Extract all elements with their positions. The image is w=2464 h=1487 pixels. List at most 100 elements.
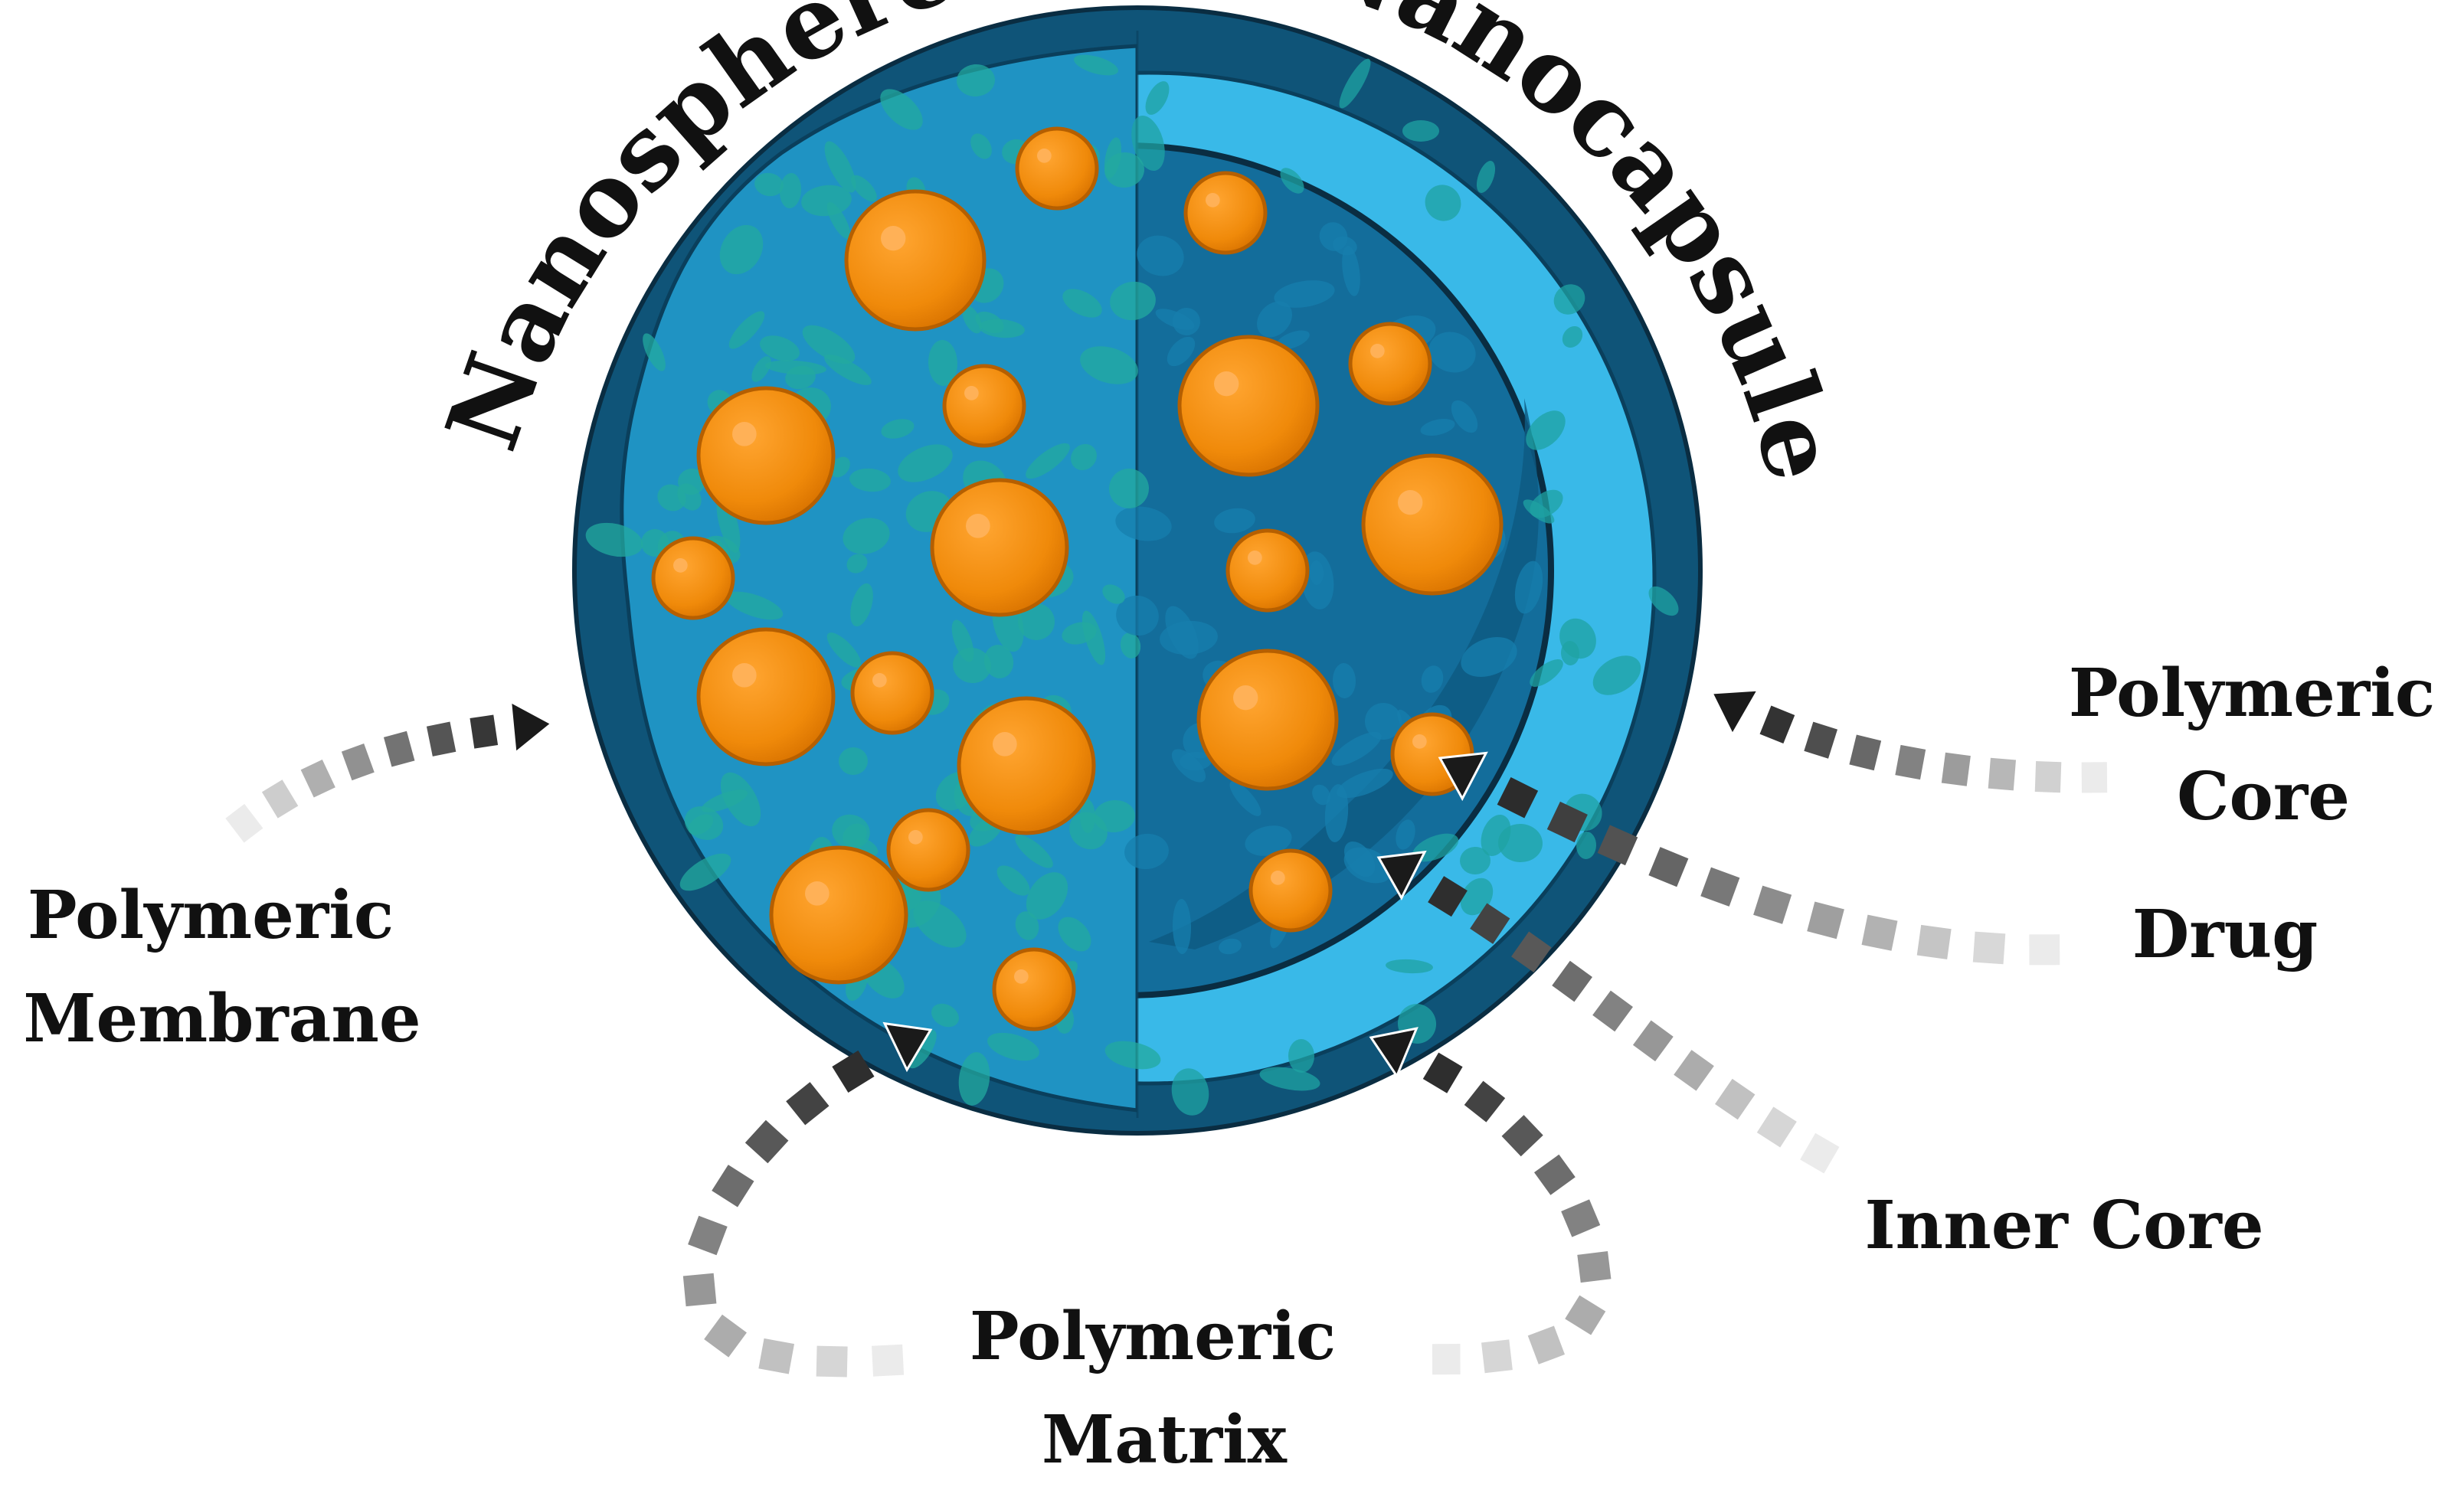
drug-particle [957, 696, 1096, 835]
matrix-spot [962, 305, 982, 334]
matrix-spot [1116, 595, 1159, 636]
drug-particle [696, 386, 836, 525]
drug-particle [769, 845, 908, 985]
matrix-spot [1339, 58, 1371, 109]
matrix-spot [679, 853, 731, 891]
matrix-spot [1514, 560, 1543, 614]
matrix-spot [1576, 832, 1597, 859]
matrix-spot [725, 591, 784, 620]
matrix-spot [1259, 1067, 1320, 1091]
matrix-spot [779, 173, 802, 208]
matrix-spot [1015, 911, 1039, 940]
matrix-spot [1079, 799, 1096, 833]
membrane-arrow [225, 699, 554, 843]
matrix-spot [1648, 586, 1679, 616]
matrix-spot [850, 583, 873, 627]
matrix-spot [1026, 872, 1068, 920]
drug-particle [651, 536, 735, 620]
matrix-spot [643, 333, 666, 371]
drug-particle [1248, 848, 1333, 933]
matrix-spot [684, 806, 724, 840]
matrix-spot [1498, 823, 1543, 863]
drug-particle [992, 947, 1076, 1031]
matrix-spot [801, 185, 852, 217]
matrix-spot [1104, 1041, 1161, 1070]
inner-core-label: Inner Core [1864, 1187, 2263, 1264]
matrix-spot [1386, 959, 1433, 974]
polymeric-matrix-label: Polymeric Matrix [970, 1298, 1359, 1479]
matrix-spot [1332, 663, 1356, 698]
matrix-spot [987, 1032, 1039, 1061]
matrix-spot [851, 175, 877, 202]
inner-core-arrow [1376, 850, 1840, 1174]
matrix-spot [1115, 506, 1172, 541]
matrix-arrow-right [1369, 1027, 1612, 1375]
matrix-spot [843, 518, 890, 554]
matrix-spot [751, 356, 771, 382]
matrix-spot [1309, 560, 1324, 585]
drug-particles [651, 126, 1504, 1031]
matrix-spot [1160, 620, 1218, 655]
matrix-spot [846, 554, 868, 574]
matrix-spot [826, 632, 862, 668]
matrix-spot [931, 1003, 960, 1028]
matrix-spot [849, 468, 891, 492]
matrix-spot [1171, 1068, 1209, 1116]
matrix-spot [1214, 508, 1255, 534]
matrix-spot [1219, 938, 1242, 955]
matrix-spot [1080, 346, 1138, 384]
matrix-spot [824, 141, 856, 193]
matrix-spot [996, 865, 1030, 896]
polymeric-core-arrow [1710, 688, 2108, 793]
matrix-spot [1276, 330, 1310, 350]
matrix-spot [1110, 281, 1156, 321]
matrix-spot [970, 133, 992, 159]
matrix-spot [701, 789, 748, 812]
matrix-spot [979, 319, 1025, 338]
polymeric-core-label: Polymeric Core [2069, 655, 2458, 835]
matrix-spot [958, 1052, 990, 1106]
drug-particle [1348, 322, 1432, 406]
matrix-spot [1342, 246, 1360, 296]
matrix-spot [1173, 308, 1200, 335]
matrix-spot [1526, 410, 1566, 450]
matrix-spot [760, 335, 800, 361]
drug-particle [1196, 649, 1339, 791]
matrix-spot [1104, 152, 1144, 188]
matrix-spot [1274, 280, 1335, 308]
matrix-spot [1280, 168, 1304, 194]
matrix-spot [1015, 835, 1053, 868]
matrix-spot [1071, 443, 1097, 471]
matrix-spot [1109, 469, 1150, 508]
matrix-spot [1312, 784, 1330, 806]
matrix-spot [719, 224, 764, 275]
matrix-spot [585, 522, 643, 557]
inner-core-shadow [1149, 398, 1539, 949]
matrix-spot [1062, 289, 1102, 318]
matrix-spot [953, 647, 991, 684]
matrix-spot [1094, 799, 1135, 833]
drug-label: Drug [2132, 896, 2318, 973]
matrix-spot [728, 311, 765, 349]
matrix-spot [802, 325, 856, 364]
matrix-spot [1592, 655, 1641, 695]
pointer-arrows [225, 688, 2108, 1378]
drug-particle [1015, 126, 1099, 211]
drug-particle [1225, 528, 1310, 613]
matrix-spot [1420, 418, 1455, 436]
matrix-spot [1523, 499, 1555, 524]
matrix-spot [957, 64, 995, 97]
matrix-spot [1559, 618, 1596, 659]
matrix-texture [585, 54, 1679, 1116]
matrix-spot [765, 360, 826, 375]
matrix-spot [1120, 632, 1141, 659]
matrix-spot [1245, 825, 1292, 856]
matrix-spot [754, 172, 784, 197]
drug-particle [1183, 171, 1268, 255]
matrix-spot [983, 645, 1014, 678]
drug-arrow [1438, 751, 2060, 966]
drug-particle [1177, 335, 1320, 477]
matrix-spot [1229, 781, 1261, 816]
drug-particle [930, 478, 1069, 617]
matrix-spot [1428, 332, 1476, 373]
